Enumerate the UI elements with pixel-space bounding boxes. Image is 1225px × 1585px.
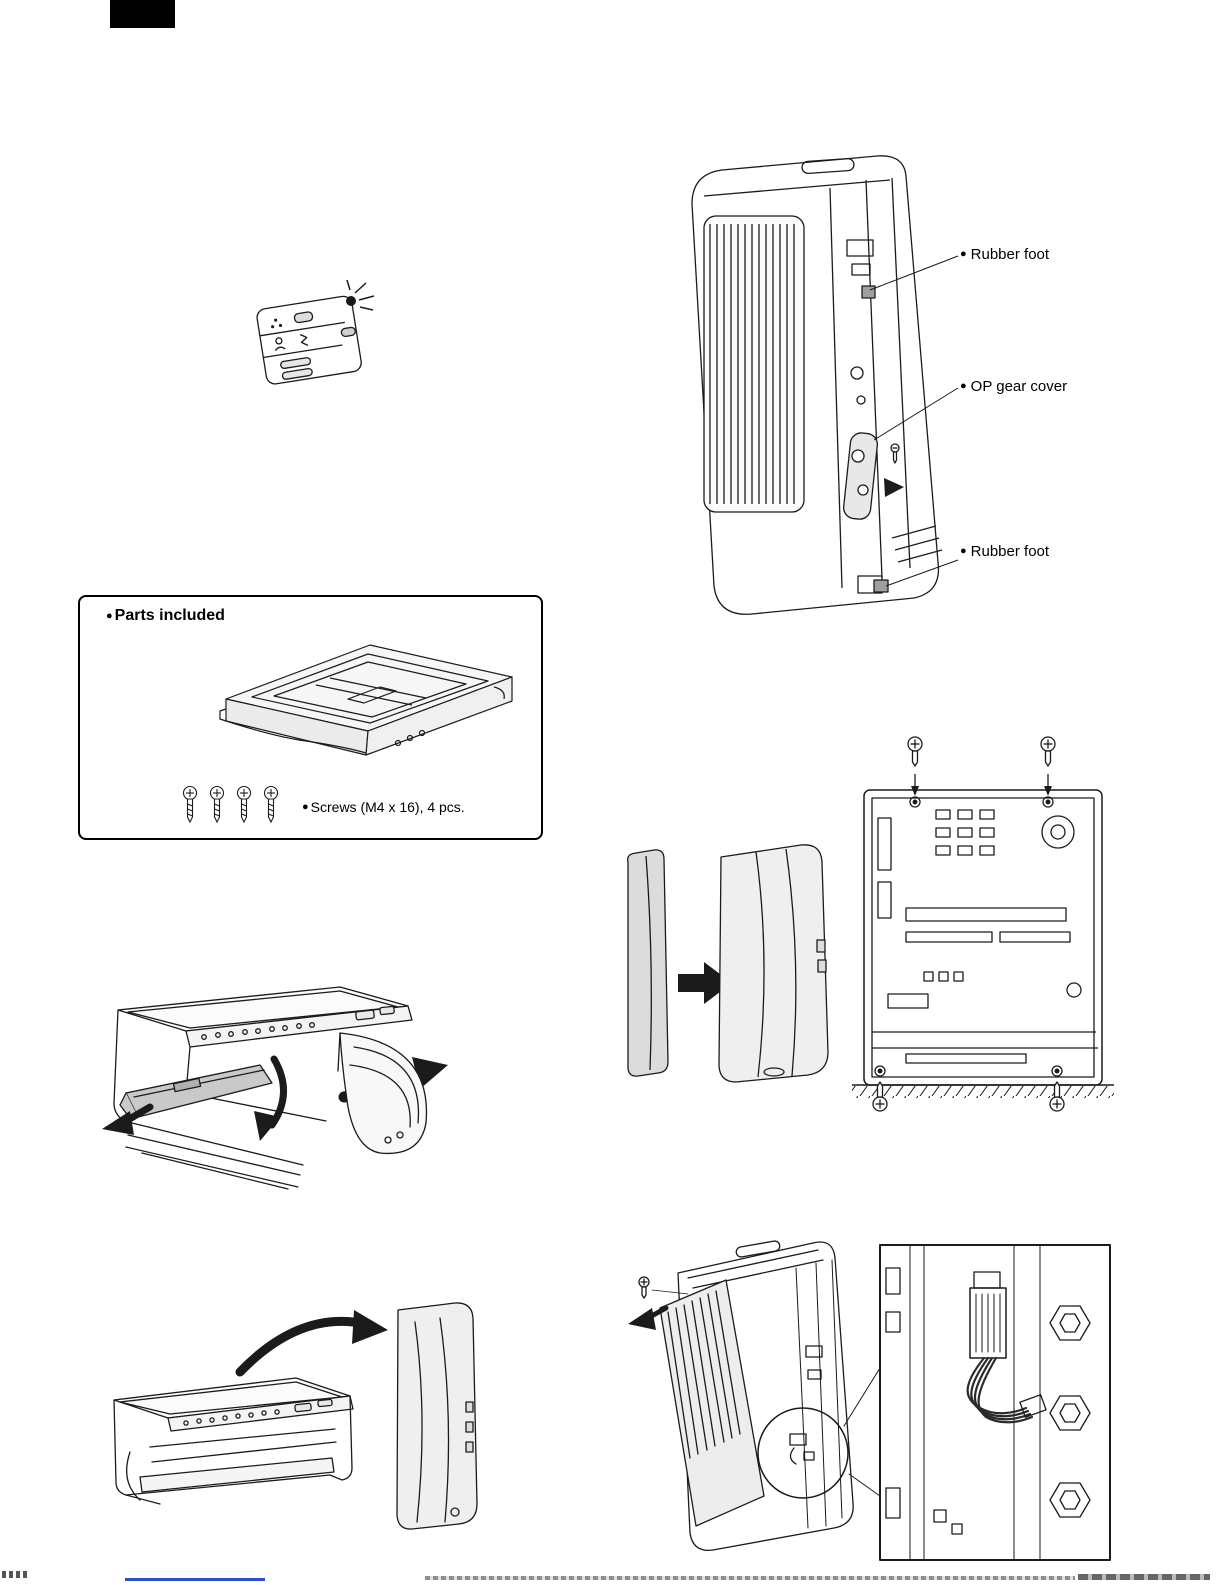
side-cover-install-diagram xyxy=(627,736,1114,1112)
op-gear-cover-part xyxy=(843,432,878,520)
ribbon-cable-part xyxy=(966,1356,1034,1424)
rubber-foot-top-part xyxy=(861,285,876,299)
screws-label-text: Screws (M4 x 16), 4 pcs. xyxy=(310,799,465,815)
copier-cover-removal-diagram xyxy=(113,1302,478,1530)
side-cover-part xyxy=(718,844,829,1083)
bullet: ● xyxy=(960,248,967,260)
screw-icon xyxy=(263,785,279,824)
remove-arrow-icon xyxy=(628,1305,669,1330)
callout-text: Rubber foot xyxy=(970,543,1050,560)
open-side-door-part xyxy=(337,1032,428,1155)
direction-arrow-icon xyxy=(678,962,732,1004)
label-rubber-foot-top: ● Rubber foot xyxy=(960,247,1049,262)
pull-out-arrow-icon xyxy=(102,1103,154,1135)
lift-arrow-icon xyxy=(235,1310,388,1377)
parts-included-box: ● Parts included xyxy=(78,595,543,840)
screw-icon xyxy=(1040,736,1056,796)
screw-icons xyxy=(182,785,279,824)
parts-box-title-text: Parts included xyxy=(114,607,225,624)
label-op-gear-cover: ● OP gear cover xyxy=(960,379,1067,394)
label-rubber-foot-bottom: ● Rubber foot xyxy=(960,544,1049,559)
page-header-block xyxy=(110,0,175,28)
parts-box-title: ● Parts included xyxy=(106,607,225,625)
callout-circle xyxy=(757,1407,849,1499)
callout-text: Rubber foot xyxy=(970,246,1050,263)
removed-panel-part xyxy=(659,1279,765,1527)
operation-panel-diagram xyxy=(256,280,375,385)
bullet: ● xyxy=(106,609,113,622)
flash-indicator-icon xyxy=(346,280,375,311)
screw-icon xyxy=(1049,1081,1065,1112)
callout-text: OP gear cover xyxy=(970,378,1068,395)
bullet: ● xyxy=(960,380,967,392)
toner-cartridge-part xyxy=(119,1064,273,1122)
copier-open-door-diagram xyxy=(102,986,448,1190)
bullet: ● xyxy=(960,545,967,557)
bullet: ● xyxy=(302,800,309,813)
screw-icon xyxy=(890,443,900,464)
machine-rear-side-diagram xyxy=(691,155,959,615)
panel-removal-connector-diagram xyxy=(628,1240,1111,1561)
footer-mark-left xyxy=(2,1571,28,1578)
paper-tray-illustration xyxy=(219,644,513,756)
footer-rule xyxy=(425,1576,1075,1580)
screw-icon xyxy=(182,785,198,824)
footer-mark-right xyxy=(1078,1574,1210,1580)
connector-inset xyxy=(879,1244,1111,1561)
outer-cover-strip xyxy=(627,849,669,1077)
screws-label: ● Screws (M4 x 16), 4 pcs. xyxy=(302,799,465,815)
footer-blue-rule xyxy=(125,1578,265,1581)
detached-side-cover-part xyxy=(396,1302,478,1530)
screw-icon xyxy=(209,785,225,824)
rubber-foot-bottom-part xyxy=(873,579,889,593)
screw-icon xyxy=(638,1276,650,1299)
screw-icon xyxy=(907,736,923,796)
screw-icon xyxy=(236,785,252,824)
rotate-down-arrow-icon xyxy=(254,1055,287,1141)
screw-icon xyxy=(872,1081,888,1112)
side-frame-part xyxy=(863,789,1103,1086)
install-arrow-icon xyxy=(884,478,904,497)
